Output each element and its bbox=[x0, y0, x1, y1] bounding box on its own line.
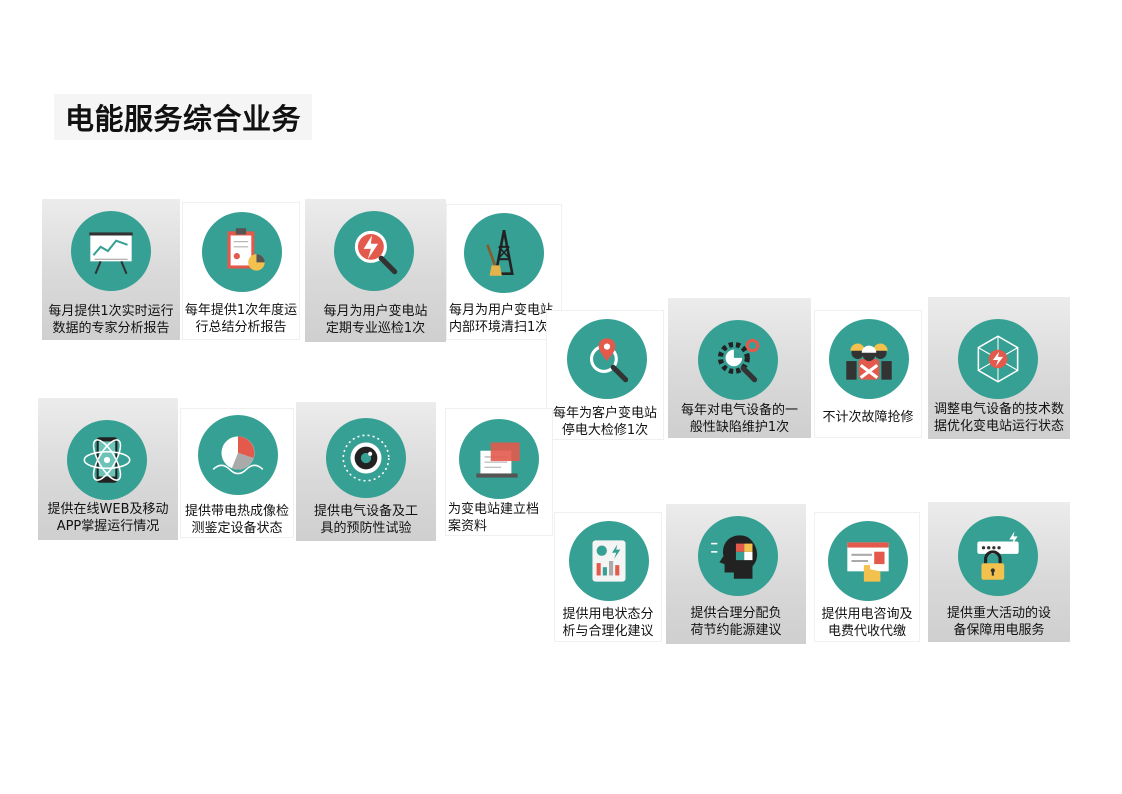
service-tile-8: 提供在线WEB及移动 APP掌握运行情况 bbox=[38, 398, 178, 540]
mobile-atom-icon bbox=[67, 420, 147, 500]
service-caption-line1: 每年为客户变电站 bbox=[552, 406, 657, 421]
service-tile-7: 调整电气设备的技术数 据优化变电站运行状态 bbox=[928, 297, 1070, 439]
archive-documents-icon bbox=[459, 419, 539, 499]
service-caption-line2: 般性缺陷维护1次 bbox=[689, 420, 790, 435]
service-caption-line1: 提供带电热成像检 bbox=[184, 504, 289, 519]
service-caption-line2: 行总结分析报告 bbox=[195, 320, 287, 335]
service-caption-line1: 每月为用户变电站 bbox=[449, 303, 554, 318]
service-caption-line1: 调整电气设备的技术数 bbox=[933, 402, 1064, 417]
service-caption-line1: 每年提供1次年度运 bbox=[184, 303, 298, 318]
service-tile-13: 提供合理分配负 荷节约能源建议 bbox=[666, 504, 806, 644]
page-title: 电能服务综合业务 bbox=[54, 94, 312, 140]
service-caption-line1: 提供用电咨询及 bbox=[821, 607, 913, 622]
service-tile-10: 提供电气设备及工 具的预防性试验 bbox=[296, 402, 436, 541]
clipboard-report-icon bbox=[202, 212, 282, 292]
service-tile-14: 提供用电咨询及 电费代收代缴 bbox=[814, 512, 920, 642]
service-caption-line2: 备保障用电服务 bbox=[953, 623, 1045, 638]
service-caption-line2: 荷节约能源建议 bbox=[690, 623, 782, 638]
head-puzzle-icon bbox=[698, 516, 778, 596]
tablet-analysis-icon bbox=[569, 521, 649, 601]
service-caption-line2: 析与合理化建议 bbox=[562, 624, 654, 639]
service-caption-line2: 测鉴定设备状态 bbox=[191, 521, 283, 536]
service-caption-line1: 提供合理分配负 bbox=[690, 606, 782, 621]
service-caption-line1: 每月为用户变电站 bbox=[323, 304, 428, 319]
service-caption-line2: 具的预防性试验 bbox=[320, 521, 412, 536]
service-caption-line1: 不计次故障抢修 bbox=[822, 410, 914, 425]
service-tile-5: 每年对电气设备的一 般性缺陷维护1次 bbox=[668, 298, 811, 438]
magnifier-pin-icon bbox=[567, 319, 647, 399]
service-caption-line2: 据优化变电站运行状态 bbox=[933, 419, 1064, 434]
service-caption-line1: 提供电气设备及工 bbox=[313, 504, 418, 519]
lock-password-icon bbox=[958, 516, 1038, 596]
service-caption-line2: APP掌握运行情况 bbox=[56, 519, 160, 534]
service-caption-line1: 提供在线WEB及移动 bbox=[47, 502, 169, 517]
service-tile-0: 每月提供1次实时运行 数据的专家分析报告 bbox=[42, 199, 180, 340]
service-tile-12: 提供用电状态分 析与合理化建议 bbox=[554, 512, 662, 642]
service-caption-line1: 每月提供1次实时运行 bbox=[48, 304, 174, 319]
network-lightning-icon bbox=[958, 319, 1038, 399]
repair-workers-icon bbox=[829, 319, 909, 399]
service-caption-line1: 提供用电状态分 bbox=[562, 607, 654, 622]
service-tile-6: 不计次故障抢修 bbox=[814, 310, 922, 438]
eye-lens-icon bbox=[326, 418, 406, 498]
service-caption-line1: 提供重大活动的设 bbox=[946, 606, 1051, 621]
service-caption-line2: 数据的专家分析报告 bbox=[52, 321, 170, 336]
service-caption-line1: 每年对电气设备的一 bbox=[680, 403, 798, 418]
service-caption-line1: 为变电站建立档 bbox=[448, 502, 540, 517]
service-tile-4: 每年为客户变电站 停电大检修1次 bbox=[546, 310, 664, 440]
thermal-imaging-icon bbox=[198, 415, 278, 495]
tower-broom-icon bbox=[464, 213, 544, 293]
service-tile-15: 提供重大活动的设 备保障用电服务 bbox=[928, 502, 1070, 642]
service-caption-line2: 停电大检修1次 bbox=[561, 423, 649, 438]
service-caption-line2: 案资料 bbox=[448, 519, 488, 534]
service-caption-line2: 内部环境清扫1次 bbox=[449, 320, 549, 335]
service-caption-line2: 电费代收代缴 bbox=[827, 624, 906, 639]
service-tile-9: 提供带电热成像检 测鉴定设备状态 bbox=[180, 408, 294, 538]
presentation-chart-icon bbox=[71, 211, 151, 291]
magnifier-lightning-icon bbox=[334, 211, 414, 291]
service-caption-line2: 定期专业巡检1次 bbox=[325, 321, 426, 336]
service-tile-2: 每月为用户变电站 定期专业巡检1次 bbox=[305, 199, 446, 342]
gears-magnifier-icon bbox=[698, 320, 778, 400]
service-tile-3: 每月为用户变电站 内部环境清扫1次 bbox=[446, 204, 562, 340]
service-tile-1: 每年提供1次年度运 行总结分析报告 bbox=[182, 202, 300, 340]
service-tile-11: 为变电站建立档 案资料 bbox=[445, 408, 553, 536]
hand-browser-icon bbox=[828, 521, 908, 601]
